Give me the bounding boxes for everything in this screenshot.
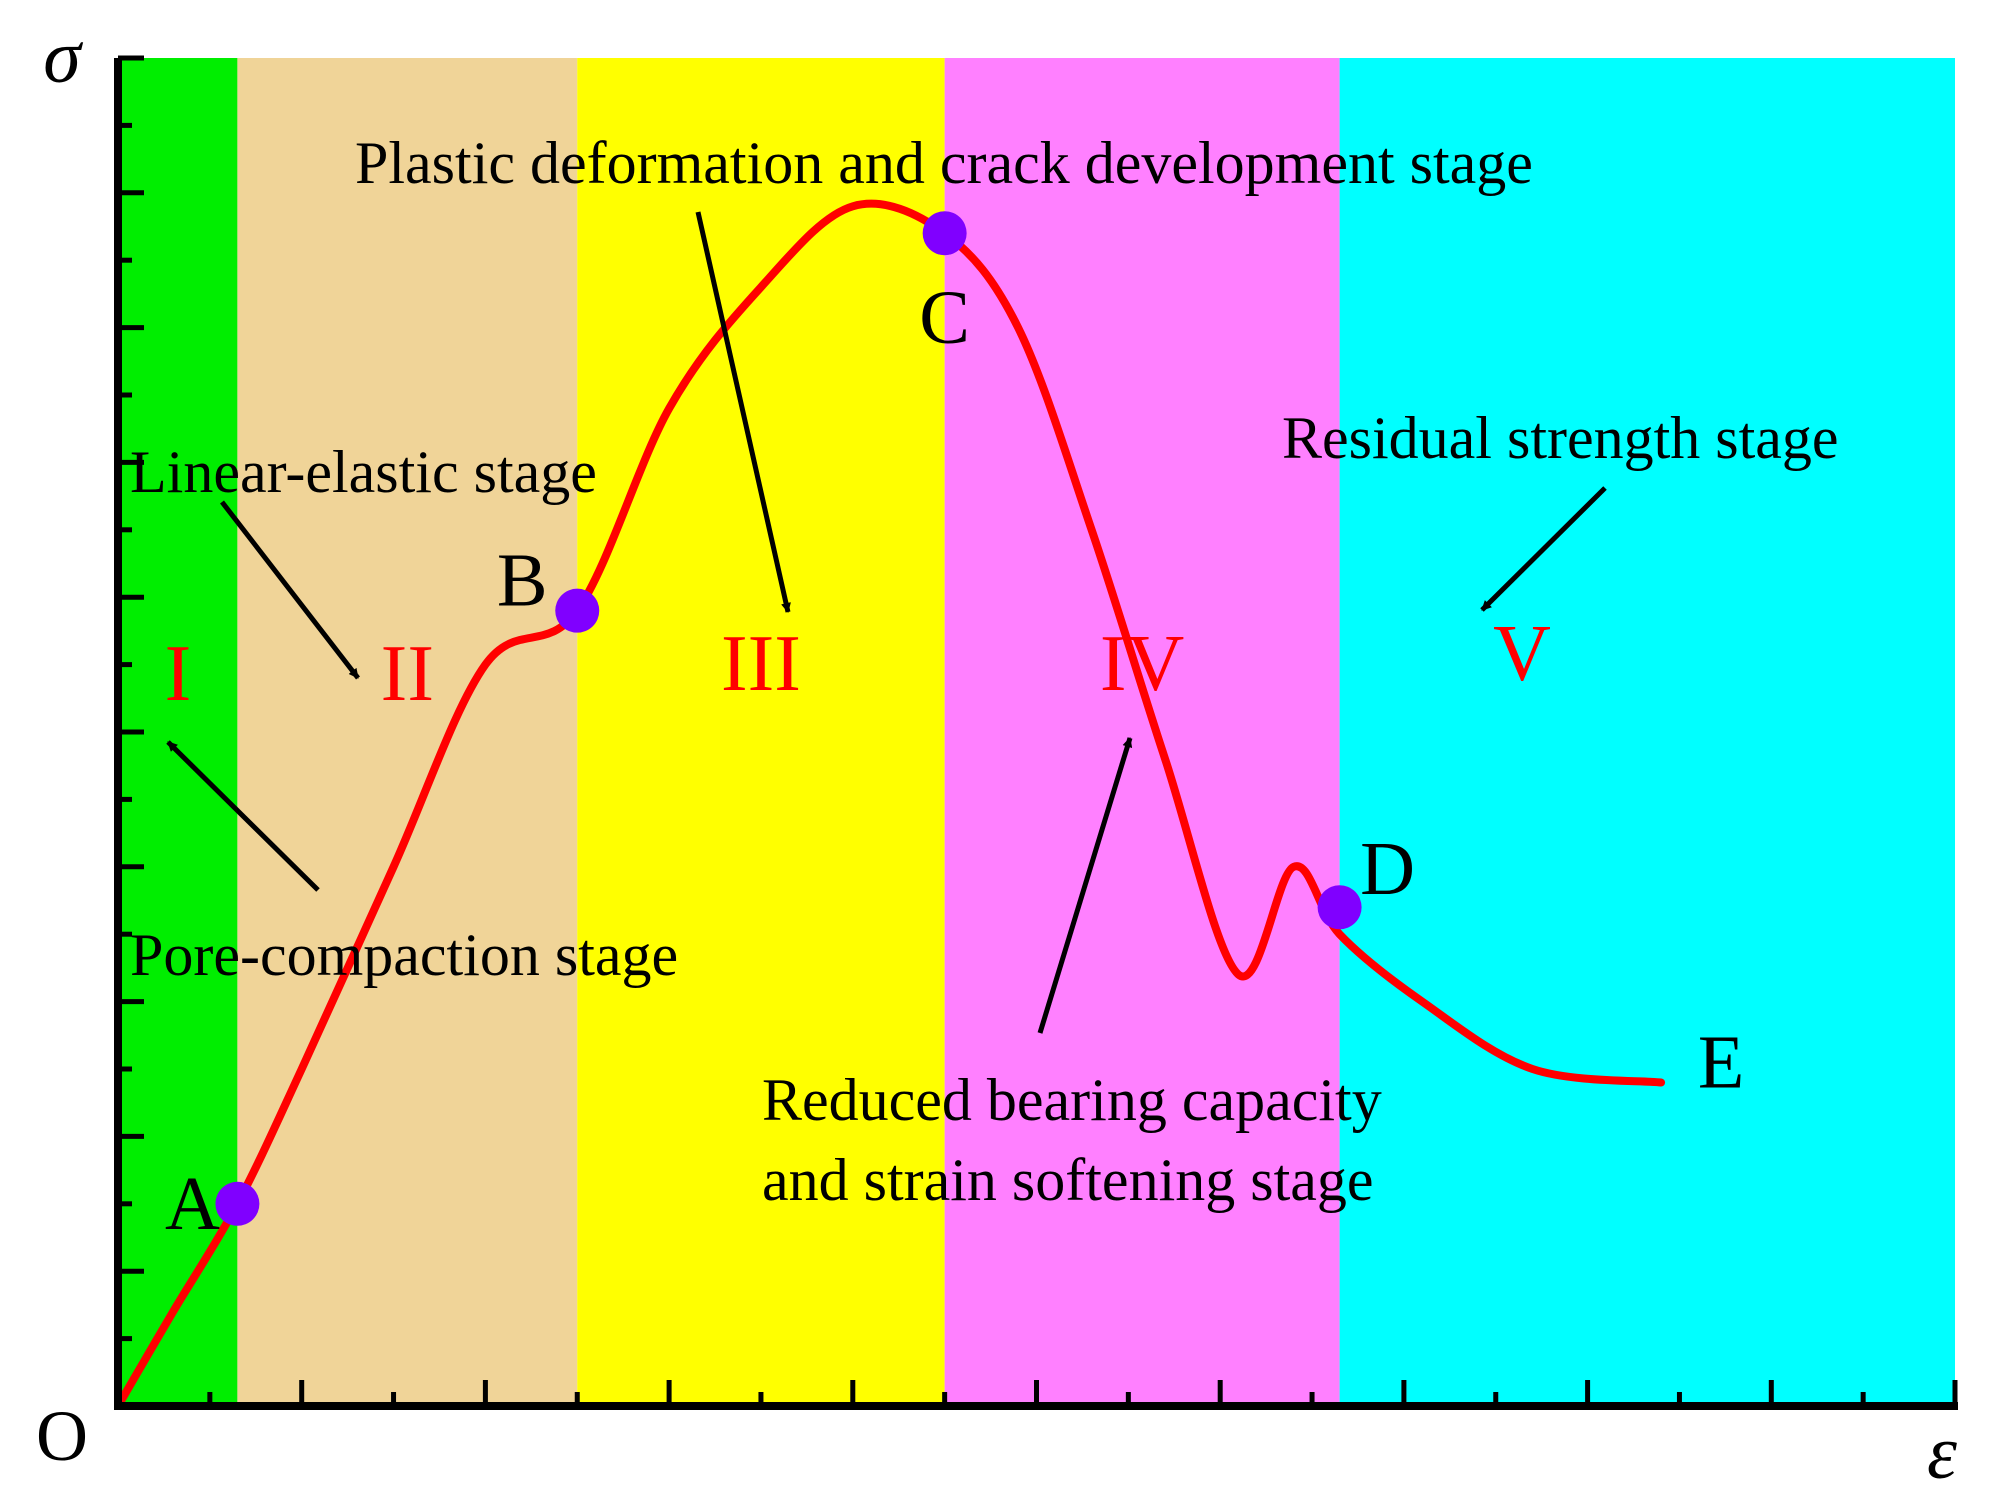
stage-numeral-2: II [381, 630, 434, 718]
x-axis-label: ε [1927, 1411, 1957, 1495]
arrow-pore-compaction [166, 740, 320, 892]
origin-label: O [36, 1396, 88, 1476]
annotation-reduced-line1: Reduced bearing capacity [762, 1067, 1382, 1133]
annotation-plastic: Plastic deformation and crack developmen… [355, 130, 1533, 196]
arrow-residual [1480, 486, 1607, 612]
stage-bands [118, 58, 1955, 1406]
stage-numeral-1: I [165, 630, 192, 718]
arrow-linear-elastic [220, 500, 360, 680]
stage-numeral-4: IV [1100, 620, 1184, 708]
point-label-d: D [1360, 827, 1415, 911]
annotation-linear-elastic: Linear-elastic stage [130, 439, 597, 505]
annotation-pore-compaction: Pore-compaction stage [130, 922, 678, 988]
stress-strain-curve [114, 199, 1666, 1410]
arrow-reduced-bearing [1037, 737, 1133, 1034]
point-labels: A B C D E [165, 276, 1744, 1246]
stage-numeral-5: V [1493, 610, 1551, 698]
key-points [215, 211, 1362, 1226]
point-label-c: C [919, 276, 970, 360]
stage-numeral-3: III [721, 620, 801, 708]
stage-band-5 [1339, 58, 1955, 1406]
point-label-e: E [1698, 1020, 1744, 1104]
y-ticks [118, 55, 144, 1409]
annotation-reduced-line2: and strain softening stage [762, 1147, 1374, 1213]
x-ticks [115, 1380, 1958, 1406]
annotation-arrows [166, 211, 1607, 1034]
axes [114, 55, 1958, 1410]
point-label-a: A [165, 1162, 220, 1246]
point-a [215, 1181, 260, 1226]
annotation-residual: Residual strength stage [1282, 405, 1839, 471]
stage-band-4 [944, 58, 1340, 1406]
point-d [1317, 885, 1362, 930]
stage-band-2 [237, 58, 578, 1406]
point-c [922, 211, 967, 256]
arrow-plastic [695, 211, 791, 613]
point-label-b: B [497, 539, 548, 623]
point-b [555, 588, 600, 633]
annotations: Pore-compaction stage Linear-elastic sta… [130, 130, 1839, 1213]
y-axis-label: σ [43, 15, 83, 99]
